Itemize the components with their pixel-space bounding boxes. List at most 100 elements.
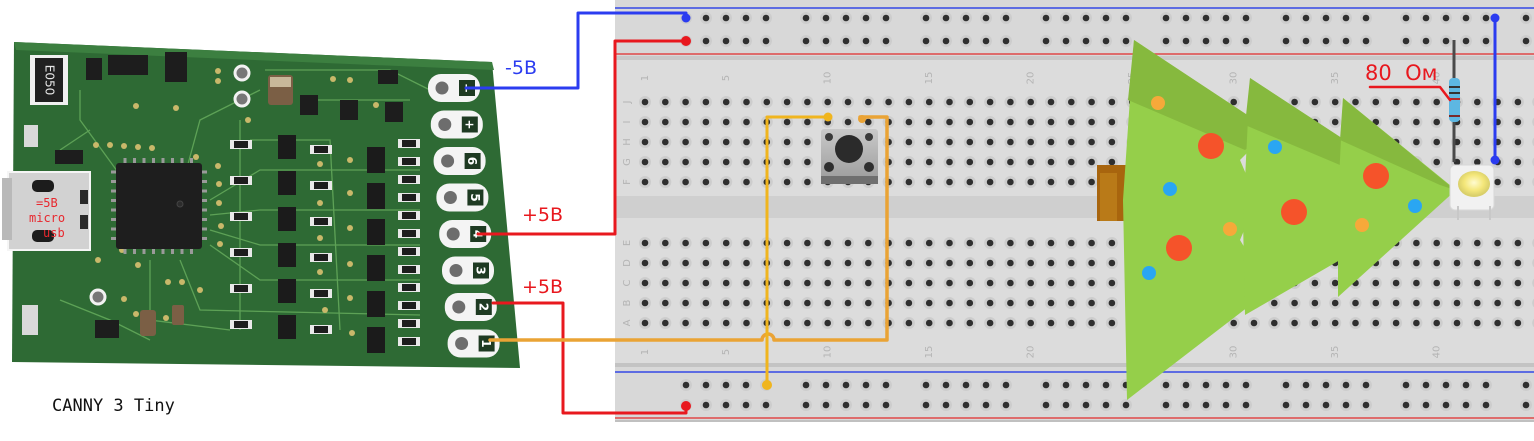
hole-center: [1474, 299, 1481, 307]
ornament: [1163, 182, 1177, 196]
hole-center: [962, 401, 970, 409]
hole-center: [1250, 319, 1258, 327]
hole-center: [722, 14, 730, 22]
hole-center: [743, 118, 750, 126]
pcb-traces: [59, 69, 431, 341]
hole-center: [1282, 14, 1290, 22]
hole-center: [925, 118, 933, 126]
pin-pad-5[interactable]: 5: [436, 183, 489, 212]
pin-pad-plus[interactable]: +: [430, 110, 483, 139]
hole-center: [1392, 259, 1400, 267]
pin-label: 1: [479, 339, 493, 347]
hole-center: [862, 37, 870, 45]
hole-center: [966, 299, 974, 307]
mcu-pin1-mark: [176, 200, 184, 208]
hole-center: [1027, 239, 1034, 247]
hole-center: [925, 259, 933, 267]
hole-center: [1433, 259, 1440, 267]
hole-center: [982, 14, 990, 22]
hole-center: [1068, 98, 1075, 106]
pin-pad-6[interactable]: 6: [433, 147, 486, 175]
hole-center: [905, 319, 913, 327]
hole-center: [986, 98, 994, 106]
hole-center: [743, 98, 750, 106]
hole-center: [922, 14, 930, 22]
hole-center: [1068, 259, 1075, 267]
hole-center: [804, 158, 811, 166]
hole-center: [1352, 319, 1359, 327]
hole-center: [1402, 14, 1410, 22]
hole-center: [966, 319, 974, 327]
wire-pin1-to-button: [488, 115, 889, 342]
hole-center: [1392, 118, 1400, 126]
micro-usb-connector: [2, 171, 91, 251]
hole-center: [702, 319, 710, 327]
hole-center: [1442, 381, 1450, 389]
hole-center: [1413, 118, 1420, 126]
hole-center: [641, 98, 649, 106]
hole-center: [1433, 279, 1440, 287]
hole-center: [1433, 138, 1440, 146]
driver-ic: [367, 255, 385, 281]
wire-end: [681, 401, 691, 411]
pin-pad-1[interactable]: 1: [447, 329, 500, 358]
hole-center: [1322, 14, 1330, 22]
hole-center: [702, 14, 710, 22]
hole-center: [1002, 401, 1010, 409]
hole-center: [1062, 37, 1070, 45]
hole-center: [702, 401, 710, 409]
hole-center: [905, 118, 913, 126]
pin-label: 6: [465, 157, 479, 165]
row-letter: G: [622, 158, 633, 166]
hole-center: [1230, 319, 1237, 327]
row-letter: F: [622, 179, 633, 185]
hole-center: [1462, 401, 1470, 409]
hole-center: [802, 14, 810, 22]
hole-center: [1007, 98, 1014, 106]
hole-center: [1331, 98, 1339, 106]
ornament: [1166, 235, 1192, 261]
hole-center: [783, 279, 791, 287]
pin-label-box: [473, 262, 489, 279]
hole-center: [966, 279, 974, 287]
hole-center: [1108, 319, 1116, 327]
push-button[interactable]: [821, 129, 878, 184]
hole-center: [1027, 138, 1034, 146]
hole-center: [946, 319, 953, 327]
button-cap[interactable]: [835, 135, 863, 163]
hole-center: [905, 98, 913, 106]
hole-center: [1433, 299, 1440, 307]
row-letter: D: [622, 259, 633, 267]
ornament: [1355, 218, 1369, 232]
row-letter: C: [622, 279, 633, 286]
hole-center: [1514, 118, 1522, 126]
tree-ornaments: [1142, 96, 1422, 280]
hole-center: [1102, 401, 1110, 409]
ornament: [1268, 140, 1282, 154]
hole-center: [925, 239, 933, 247]
hole-center: [1282, 381, 1290, 389]
hole-center: [804, 98, 811, 106]
label-plus-5v-pin4: +5B: [522, 204, 563, 226]
row-letter: E: [622, 240, 633, 246]
hole-center: [1372, 279, 1380, 287]
hole-center: [1413, 138, 1420, 146]
column-number: 30: [1229, 346, 1240, 359]
hole-center: [1494, 279, 1501, 287]
hole-center: [1331, 299, 1339, 307]
hole-center: [722, 37, 730, 45]
hole-center: [1047, 138, 1055, 146]
hole-center: [641, 259, 649, 267]
hole-center: [1007, 138, 1014, 146]
pin-pad-3[interactable]: 3: [442, 256, 494, 285]
hole-center: [1068, 239, 1075, 247]
tree-tier-2-shade: [1245, 78, 1360, 165]
hole-center: [1108, 279, 1116, 287]
hole-center: [946, 279, 953, 287]
ornament: [1408, 199, 1422, 213]
hole-center: [783, 118, 791, 126]
pin-pad-2[interactable]: 2: [444, 293, 497, 321]
hole-center: [946, 118, 953, 126]
hole-center: [844, 118, 852, 126]
